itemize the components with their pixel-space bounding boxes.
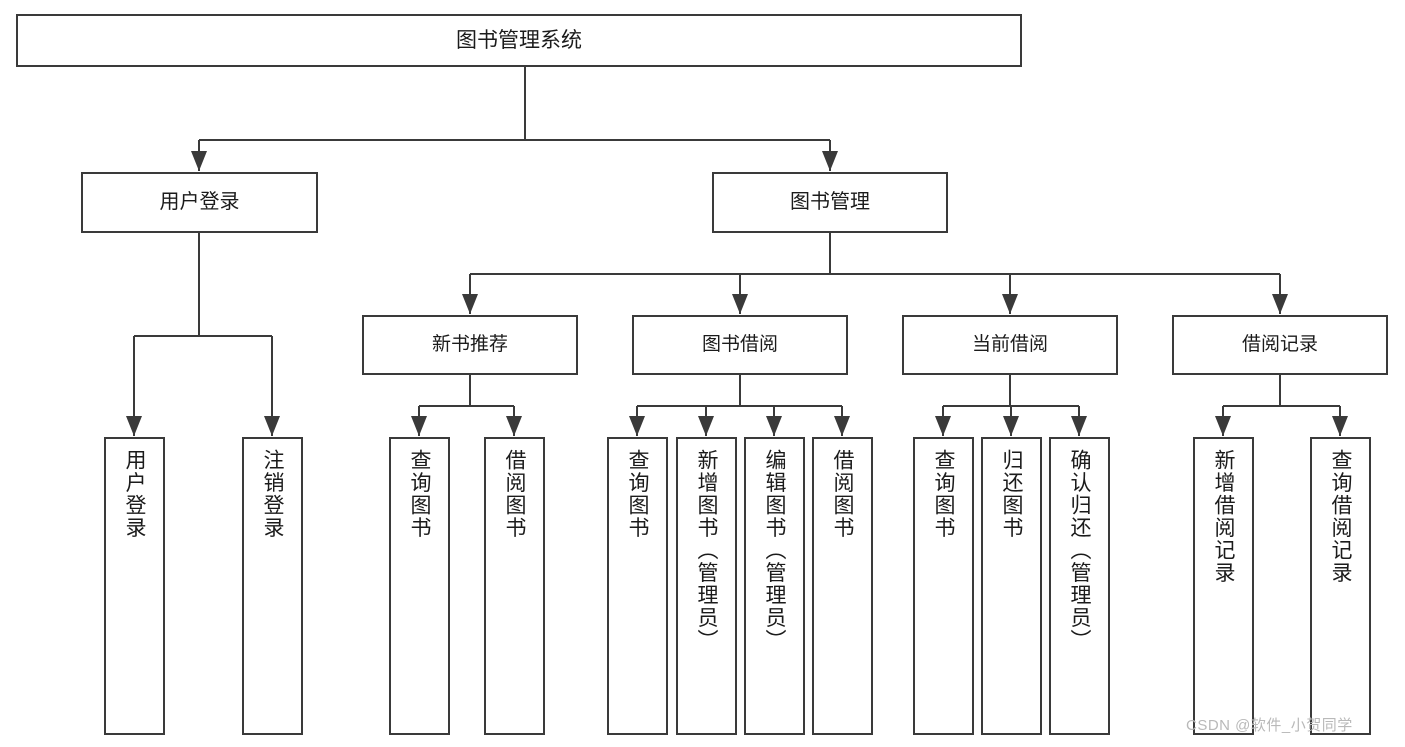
node-current-borrow[interactable]: 当前借阅 xyxy=(902,315,1118,375)
node-leaf-return-book[interactable]: 归还图书 xyxy=(981,437,1042,735)
node-leaf-query-books-borrow[interactable]: 查询图书 xyxy=(607,437,668,735)
node-leaf-query-borrow-record[interactable]: 查询借阅记录 xyxy=(1310,437,1371,735)
node-book-management[interactable]: 图书管理 xyxy=(712,172,948,233)
node-user-login[interactable]: 用户登录 xyxy=(81,172,318,233)
conn-current-fanout-arrow-2 xyxy=(1071,416,1087,436)
conn-records-fanout-arrow-1 xyxy=(1332,416,1348,436)
node-label-leaf-query-books-borrow: 查询图书 xyxy=(626,449,649,539)
node-label-leaf-borrow-book: 借阅图书 xyxy=(831,449,854,539)
conn-root-fanout-arrow-1 xyxy=(822,151,838,171)
node-leaf-confirm-return-admin[interactable]: 确认归还（管理员） xyxy=(1049,437,1110,735)
conn-borrow-fanout-arrow-2 xyxy=(766,416,782,436)
node-label-root: 图书管理系统 xyxy=(456,28,582,52)
conn-current-fanout-arrow-0 xyxy=(935,416,951,436)
node-leaf-query-books-rec[interactable]: 查询图书 xyxy=(389,437,450,735)
node-label-leaf-edit-book-admin: 编辑图书（管理员） xyxy=(763,449,786,652)
node-label-leaf-add-borrow-record: 新增借阅记录 xyxy=(1212,449,1235,584)
conn-records-fanout-arrow-0 xyxy=(1215,416,1231,436)
node-label-leaf-borrow-books-rec: 借阅图书 xyxy=(503,449,526,539)
conn-books-fanout-arrow-3 xyxy=(1272,294,1288,314)
node-label-leaf-query-books-rec: 查询图书 xyxy=(408,449,431,539)
node-new-book-recommend[interactable]: 新书推荐 xyxy=(362,315,578,375)
node-leaf-user-login[interactable]: 用户登录 xyxy=(104,437,165,735)
node-label-leaf-return-book: 归还图书 xyxy=(1000,449,1023,539)
conn-books-fanout-arrow-0 xyxy=(462,294,478,314)
conn-recommend-fanout-arrow-1 xyxy=(506,416,522,436)
conn-current-fanout-arrow-1 xyxy=(1003,416,1019,436)
node-label-leaf-query-borrow-record: 查询借阅记录 xyxy=(1329,449,1352,584)
csdn-watermark: CSDN @软件_小贺同学 xyxy=(1186,717,1353,734)
node-label-leaf-add-book-admin: 新增图书（管理员） xyxy=(695,449,718,652)
node-root[interactable]: 图书管理系统 xyxy=(16,14,1022,67)
node-borrow-records[interactable]: 借阅记录 xyxy=(1172,315,1388,375)
node-leaf-add-borrow-record[interactable]: 新增借阅记录 xyxy=(1193,437,1254,735)
node-leaf-borrow-books-rec[interactable]: 借阅图书 xyxy=(484,437,545,735)
node-book-borrow[interactable]: 图书借阅 xyxy=(632,315,848,375)
conn-books-fanout-arrow-1 xyxy=(732,294,748,314)
node-leaf-add-book-admin[interactable]: 新增图书（管理员） xyxy=(676,437,737,735)
node-leaf-logout[interactable]: 注销登录 xyxy=(242,437,303,735)
node-label-leaf-logout: 注销登录 xyxy=(261,449,284,539)
node-label-new-book-recommend: 新书推荐 xyxy=(431,334,508,356)
conn-userlogin-fanout-arrow-1 xyxy=(264,416,280,436)
conn-userlogin-fanout-arrow-0 xyxy=(126,416,142,436)
node-label-borrow-records: 借阅记录 xyxy=(1241,334,1318,356)
conn-root-fanout-arrow-0 xyxy=(191,151,207,171)
node-label-leaf-user-login: 用户登录 xyxy=(123,449,146,539)
node-leaf-query-books-current[interactable]: 查询图书 xyxy=(913,437,974,735)
conn-borrow-fanout-arrow-1 xyxy=(698,416,714,436)
node-leaf-borrow-book[interactable]: 借阅图书 xyxy=(812,437,873,735)
node-label-current-borrow: 当前借阅 xyxy=(971,334,1048,356)
node-label-user-login: 用户登录 xyxy=(159,191,240,214)
node-label-book-management: 图书管理 xyxy=(790,191,870,214)
conn-borrow-fanout-arrow-0 xyxy=(629,416,645,436)
conn-books-fanout-arrow-2 xyxy=(1002,294,1018,314)
node-leaf-edit-book-admin[interactable]: 编辑图书（管理员） xyxy=(744,437,805,735)
conn-recommend-fanout-arrow-0 xyxy=(411,416,427,436)
node-label-book-borrow: 图书借阅 xyxy=(701,334,778,356)
node-label-leaf-query-books-current: 查询图书 xyxy=(932,449,955,539)
node-label-leaf-confirm-return-admin: 确认归还（管理员） xyxy=(1068,449,1091,652)
conn-borrow-fanout-arrow-3 xyxy=(834,416,850,436)
